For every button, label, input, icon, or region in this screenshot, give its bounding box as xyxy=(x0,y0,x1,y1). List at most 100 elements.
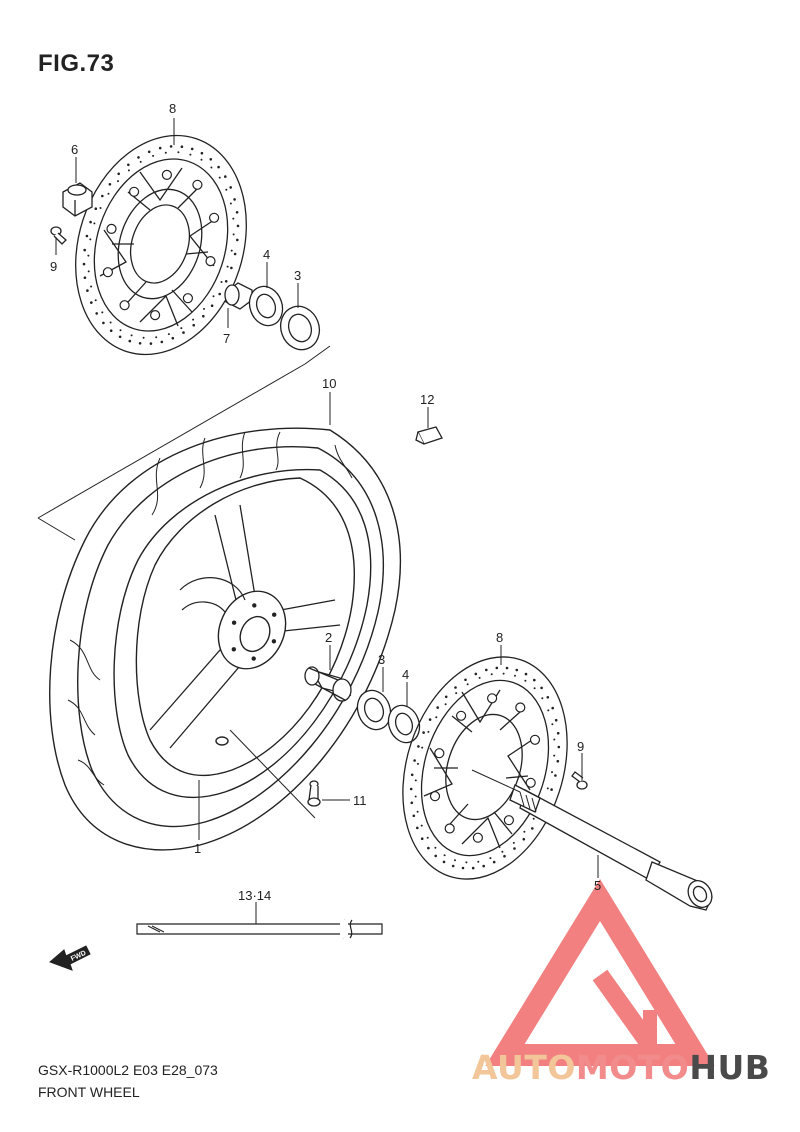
disc-hole xyxy=(94,299,97,302)
disc-hole xyxy=(218,176,221,179)
disc-hole xyxy=(101,194,104,198)
callout-6: 6 xyxy=(71,142,78,157)
disc-hole xyxy=(224,175,227,178)
disc-rivet xyxy=(434,748,445,759)
disc-hole xyxy=(93,222,96,225)
disc-hole xyxy=(109,329,113,333)
brake-disc-upper-rivets xyxy=(102,169,220,321)
disc-hole xyxy=(414,779,417,782)
disc-hole xyxy=(109,321,112,324)
disc-hole xyxy=(465,861,468,864)
disc-hole xyxy=(233,252,237,256)
disc-hole xyxy=(217,165,220,169)
disc-hole xyxy=(83,248,86,252)
watermark-part-auto: AUTO xyxy=(472,1048,576,1087)
disc-hole xyxy=(443,854,446,857)
disc-hole xyxy=(556,759,560,763)
oil-seal-part-4-mid xyxy=(387,704,421,744)
disc-hole xyxy=(225,188,228,191)
model-code: GSX-R1000L2 E03 E28_073 xyxy=(38,1062,218,1078)
disc-rivet xyxy=(161,169,172,180)
disc-hole xyxy=(451,864,455,868)
disc-hole xyxy=(551,771,553,774)
bolt-part-9-left xyxy=(50,226,67,245)
brake-disc-right xyxy=(402,656,568,880)
disc-hole xyxy=(130,334,133,337)
disc-rivet xyxy=(205,256,216,267)
disc-hole xyxy=(550,788,553,791)
disc-hole xyxy=(489,857,492,860)
callout-1: 1 xyxy=(194,841,201,856)
disc-hole xyxy=(547,709,550,712)
disc-hole xyxy=(212,295,215,298)
disc-hole xyxy=(490,673,493,676)
disc-hole xyxy=(417,762,419,765)
axle-part-5 xyxy=(509,784,713,911)
assembly-boundary-lines xyxy=(37,345,331,819)
disc-hole xyxy=(461,866,465,870)
disc-hole xyxy=(85,234,89,238)
disc-rivet xyxy=(525,777,536,788)
callout-7: 7 xyxy=(223,331,230,346)
hub-bolt xyxy=(272,612,277,617)
disc-hole xyxy=(87,270,90,273)
spacer-part-2 xyxy=(304,666,352,702)
disc-hole xyxy=(94,207,98,210)
nut-part-6 xyxy=(62,182,93,217)
disc-hole xyxy=(86,289,89,292)
disc-hole xyxy=(409,787,413,791)
disc-hole xyxy=(235,211,239,214)
watermark-logo xyxy=(485,878,715,1066)
disc-hole xyxy=(514,674,516,677)
disc-hole xyxy=(89,238,92,241)
disc-hole xyxy=(233,198,236,201)
disc-hole xyxy=(410,773,414,777)
wheel-hub-bolts xyxy=(231,603,277,661)
disc-hole xyxy=(412,814,416,818)
disc-hole xyxy=(160,340,164,344)
disc-hole xyxy=(236,238,239,242)
disc-hole xyxy=(102,321,105,325)
disc-hole xyxy=(95,312,98,315)
callout-numbers: 8 6 9 4 3 7 10 12 2 3 4 8 9 11 1 5 13·14 xyxy=(50,101,601,903)
brake-disc-upper-holes xyxy=(82,145,240,345)
bearing-part-3-top xyxy=(279,305,321,351)
disc-hole xyxy=(200,151,204,155)
disc-hole xyxy=(127,163,130,167)
callout-8-top: 8 xyxy=(169,101,176,116)
disc-rivet xyxy=(106,223,117,234)
disc-hole xyxy=(553,738,556,741)
disc-hole xyxy=(167,333,170,336)
disc-hole xyxy=(413,759,416,762)
disc-hole xyxy=(190,147,194,151)
disc-hole xyxy=(482,864,486,868)
disc-hole xyxy=(416,826,419,830)
disc-hole xyxy=(226,265,229,268)
callout-3-mid: 3 xyxy=(378,652,385,667)
disc-hole xyxy=(502,672,505,675)
disc-hole xyxy=(155,336,158,339)
disc-hole xyxy=(416,810,419,813)
disc-hole xyxy=(557,745,561,749)
callout-2: 2 xyxy=(325,630,332,645)
disc-hole xyxy=(513,847,516,850)
disc-hole xyxy=(556,731,560,735)
disc-rivet xyxy=(456,710,467,721)
disc-hole xyxy=(426,836,429,839)
disc-hole xyxy=(515,668,519,672)
oil-seal-part-4-top xyxy=(248,285,284,327)
disc-hole xyxy=(210,166,213,169)
disc-hole xyxy=(420,837,424,840)
disc-rivet xyxy=(472,832,483,843)
callout-3-top: 3 xyxy=(294,268,301,283)
disc-hole xyxy=(485,668,488,672)
disc-hole xyxy=(203,307,205,310)
disc-hole xyxy=(224,280,228,283)
callout-4-mid: 4 xyxy=(402,667,409,682)
disc-hole xyxy=(501,850,504,853)
disc-rivet xyxy=(129,186,140,197)
disc-hole xyxy=(492,860,496,864)
disc-hole xyxy=(474,672,478,676)
